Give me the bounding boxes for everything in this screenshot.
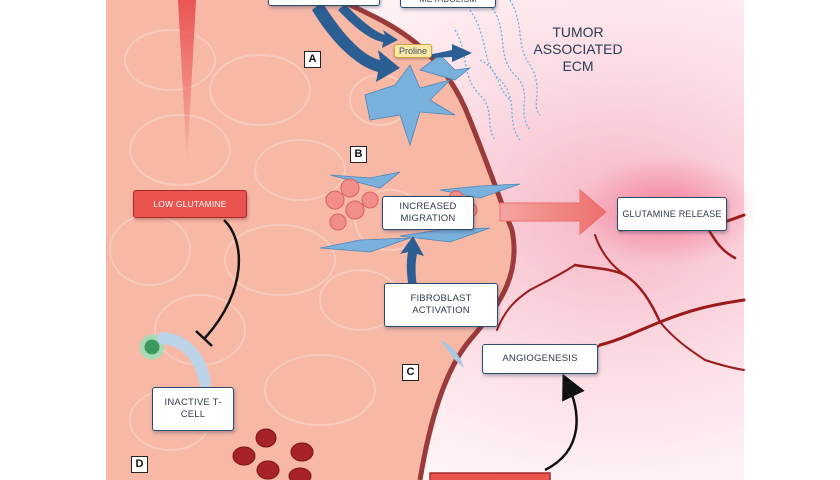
glutamine-release-box: GLUTAMINE RELEASE bbox=[617, 197, 727, 231]
bottom-red-box-stub bbox=[429, 472, 551, 480]
red-beam bbox=[178, 0, 196, 165]
panel-label-a: A bbox=[304, 51, 321, 68]
fibroblast-activation-box: FIBROBLAST ACTIVATION bbox=[384, 283, 498, 327]
angiogenesis-arrow bbox=[544, 373, 585, 472]
metabolism-box: METABOLISM bbox=[400, 0, 496, 8]
blue-arrows bbox=[312, 2, 472, 368]
low-glutamine-box: LOW GLUTAMINE bbox=[133, 190, 247, 218]
panel-label-d: D bbox=[131, 456, 148, 473]
panel-label-b: B bbox=[350, 146, 367, 163]
tcell-arrow bbox=[157, 332, 211, 388]
fibroblast-cluster-middle bbox=[319, 171, 521, 253]
tumor-ecm-title: TUMOR ASSOCIATED ECM bbox=[533, 24, 623, 74]
red-blood-cells bbox=[232, 428, 314, 480]
glutamine-release-arrow bbox=[499, 188, 607, 236]
panel-label-c: C bbox=[402, 364, 419, 381]
increased-migration-box: INCREASED MIGRATION bbox=[382, 196, 474, 230]
angiogenesis-box: ANGIOGENESIS bbox=[482, 344, 598, 374]
inhibition-line bbox=[204, 219, 241, 339]
t-cell bbox=[139, 334, 165, 360]
top-left-box-stub bbox=[268, 0, 380, 6]
proline-label: Proline bbox=[394, 44, 433, 58]
inactive-tcell-box: INACTIVE T-CELL bbox=[152, 387, 234, 431]
inhibition-bar bbox=[195, 330, 213, 347]
